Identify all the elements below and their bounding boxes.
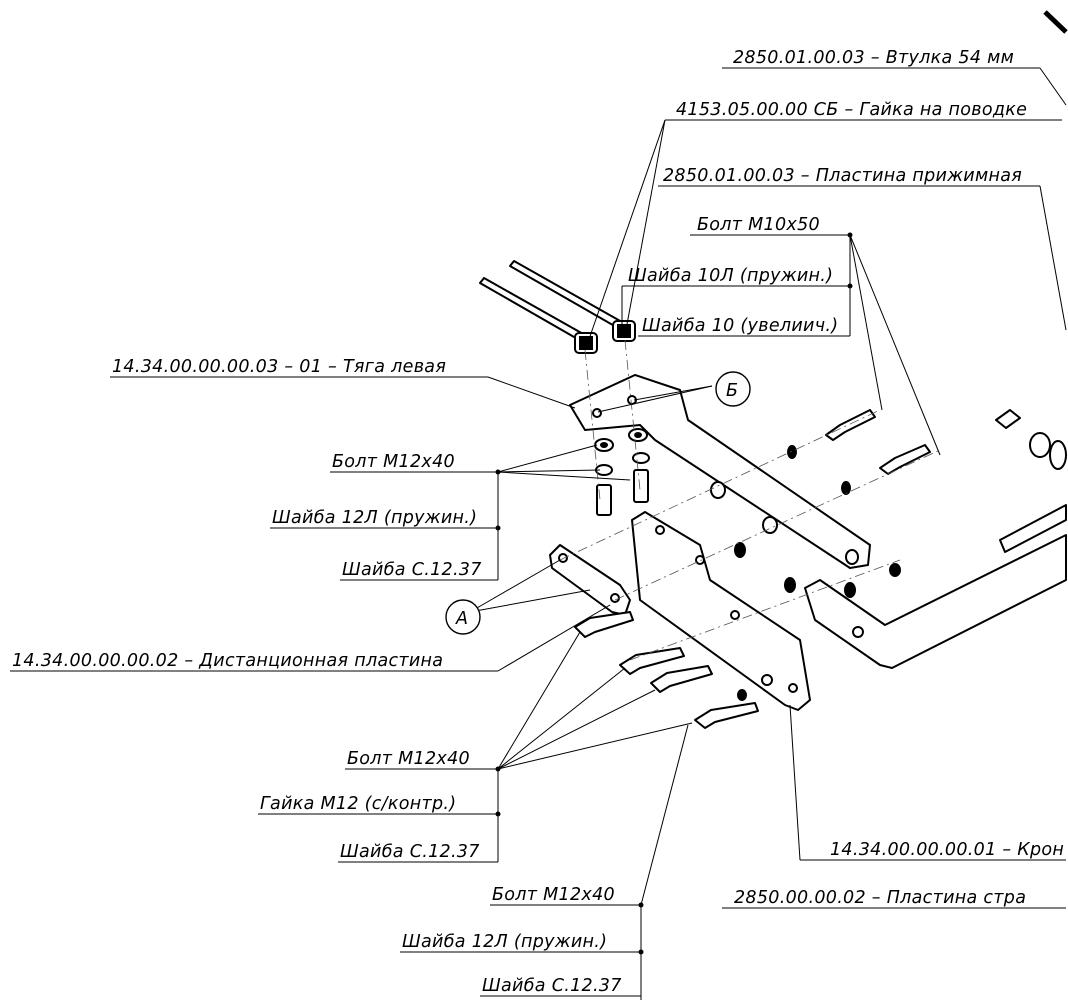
frame-right [804, 504, 1067, 669]
label-nut-leash: 4153.05.00.00 СБ – Гайка на поводке [676, 100, 1027, 120]
label-group3-washer-spring: Шайба 12Л (пружин.) [402, 932, 607, 952]
bolts-group-3 [825, 409, 1067, 475]
bolts-group-1 [594, 428, 650, 516]
label-clamp-plate: 2850.01.00.03 – Пластина прижимная [663, 166, 1022, 186]
leader-lines [10, 67, 1067, 1000]
bracket-plate [631, 511, 811, 711]
label-group1-washer: Шайба С.12.37 [342, 560, 482, 580]
label-bushing: 2850.01.00.03 – Втулка 54 мм [733, 48, 1014, 68]
parts [479, 10, 1068, 729]
label-washer-10l: Шайба 10Л (пружин.) [628, 266, 833, 286]
label-group3-bolt: Болт М12х40 [492, 885, 615, 905]
label-group1-washer-spring: Шайба 12Л (пружин.) [272, 508, 477, 528]
label-group2-bolt: Болт М12х40 [347, 749, 470, 769]
cable-tie-left [479, 277, 598, 354]
marker-a: А [445, 599, 481, 635]
label-bolt-m10: Болт М10х50 [697, 215, 820, 235]
label-group3-washer: Шайба С.12.37 [482, 976, 622, 996]
rod-left [569, 374, 871, 569]
marker-b-label: Б [726, 381, 738, 401]
label-bracket: 14.34.00.00.00.01 – Крон [830, 840, 1064, 860]
stub-part [1043, 10, 1068, 34]
labels: 2850.01.00.03 – Втулка 54 мм 4153.05.00.… [12, 48, 1064, 996]
marker-b: Б [715, 371, 751, 407]
label-washer-10: Шайба 10 (увелиич.) [642, 316, 838, 336]
label-group1-bolt: Болт М12х40 [332, 452, 455, 472]
label-group2-washer: Шайба С.12.37 [340, 842, 480, 862]
center-lines [559, 339, 941, 661]
label-plate-str: 2850.00.00.02 – Пластина стра [734, 888, 1026, 908]
label-group2-nut: Гайка М12 (с/контр.) [260, 794, 456, 814]
label-rod-left: 14.34.00.00.00.03 – 01 – Тяга левая [112, 357, 446, 377]
marker-a-label: А [455, 609, 468, 629]
label-spacer: 14.34.00.00.00.02 – Дистанционная пласти… [12, 651, 443, 671]
spacer-plate [549, 544, 631, 616]
bolts-group-2 [574, 611, 759, 729]
cable-tie-right [509, 260, 636, 342]
holes [734, 445, 901, 701]
